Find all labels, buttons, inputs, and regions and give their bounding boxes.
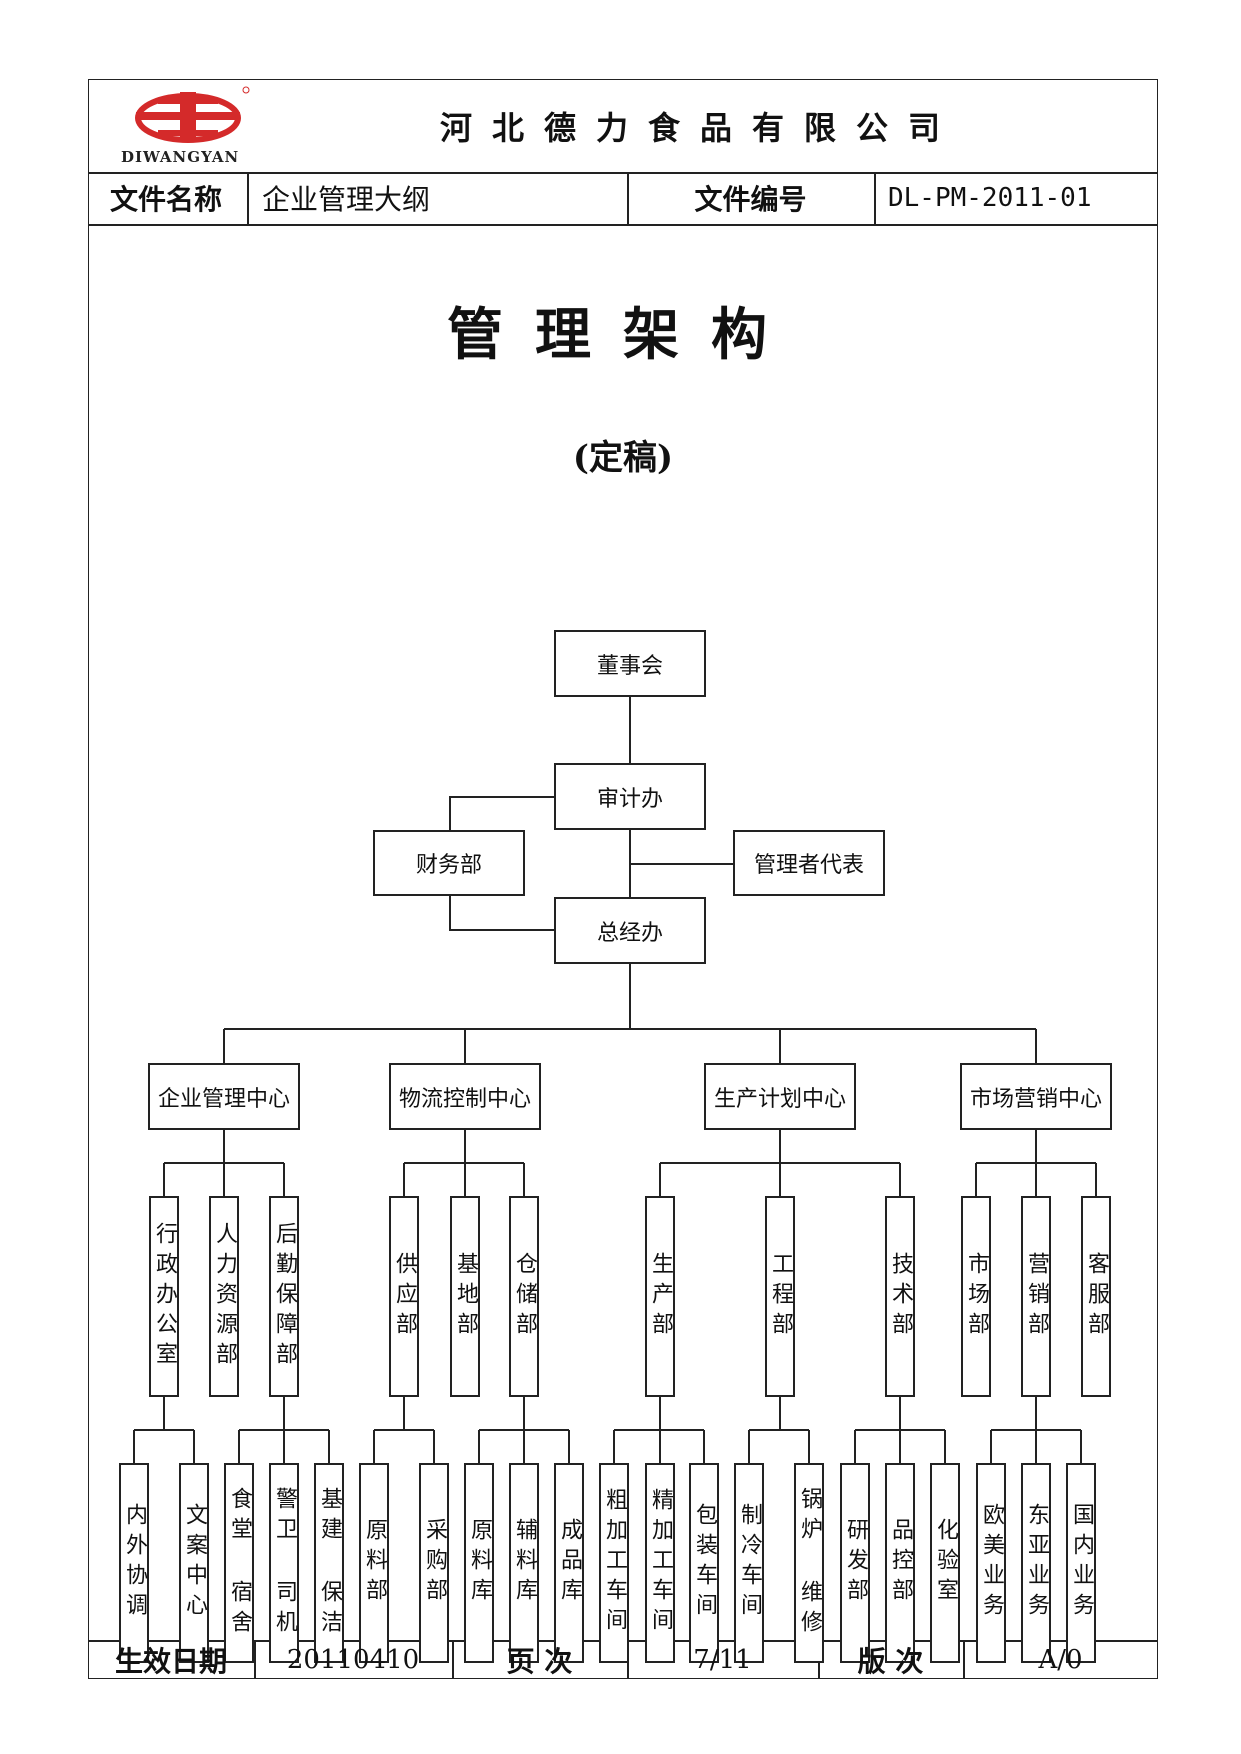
org-subunit: 锅炉 维修 bbox=[794, 1463, 824, 1663]
org-subunit: 原料部 bbox=[359, 1463, 389, 1663]
company-name: 河北德力食品有限公司 bbox=[439, 109, 960, 147]
header-col-divider bbox=[247, 172, 249, 224]
org-finance-dept: 财务部 bbox=[373, 830, 525, 896]
page-subtitle: (定稿) bbox=[572, 438, 674, 478]
footer-col-divider bbox=[452, 1640, 454, 1679]
org-subunit: 辅料库 bbox=[509, 1463, 539, 1663]
version-label: 版 次 bbox=[857, 1644, 924, 1678]
org-subunit: 内外协调 bbox=[119, 1463, 149, 1663]
header-divider-bottom bbox=[88, 224, 1158, 226]
org-center: 生产计划中心 bbox=[704, 1063, 856, 1130]
org-dept: 基地部 bbox=[450, 1196, 480, 1397]
footer-col-divider bbox=[963, 1640, 965, 1679]
effective-date-label: 生效日期 bbox=[114, 1644, 227, 1678]
file-name-label: 文件名称 bbox=[110, 183, 223, 216]
org-subunit: 基建 保洁 bbox=[314, 1463, 344, 1663]
org-dept: 工程部 bbox=[765, 1196, 795, 1397]
org-board: 董事会 bbox=[554, 630, 706, 697]
org-management-rep: 管理者代表 bbox=[733, 830, 885, 896]
org-dept: 仓储部 bbox=[509, 1196, 539, 1397]
org-subunit: 食堂 宿舍 bbox=[224, 1463, 254, 1663]
org-subunit: 包装车间 bbox=[689, 1463, 719, 1663]
company-logo bbox=[135, 86, 250, 143]
org-subunit: 精加工车间 bbox=[645, 1463, 675, 1663]
document-frame bbox=[88, 79, 1158, 1679]
org-dept: 市场部 bbox=[961, 1196, 991, 1397]
header-col-divider bbox=[627, 172, 629, 224]
org-dept: 营销部 bbox=[1021, 1196, 1051, 1397]
org-dept: 人力资源部 bbox=[209, 1196, 239, 1397]
org-subunit: 研发部 bbox=[840, 1463, 870, 1663]
org-subunit: 警卫 司机 bbox=[269, 1463, 299, 1663]
footer-col-divider bbox=[254, 1640, 256, 1679]
org-subunit: 国内业务 bbox=[1066, 1463, 1096, 1663]
org-subunit: 欧美业务 bbox=[976, 1463, 1006, 1663]
file-no-label: 文件编号 bbox=[694, 183, 807, 216]
org-subunit: 采购部 bbox=[419, 1463, 449, 1663]
org-subunit: 品控部 bbox=[885, 1463, 915, 1663]
org-subunit: 制冷车间 bbox=[734, 1463, 764, 1663]
header-col-divider bbox=[874, 172, 876, 224]
file-name-value: 企业管理大纲 bbox=[262, 183, 431, 216]
org-center: 企业管理中心 bbox=[148, 1063, 300, 1130]
org-gm-office: 总经办 bbox=[554, 897, 706, 964]
org-center: 物流控制中心 bbox=[389, 1063, 541, 1130]
org-dept: 生产部 bbox=[645, 1196, 675, 1397]
org-center: 市场营销中心 bbox=[960, 1063, 1112, 1130]
file-no-value: DL-PM-2011-01 bbox=[888, 183, 1092, 213]
org-audit-office: 审计办 bbox=[554, 763, 706, 830]
org-subunit: 原料库 bbox=[464, 1463, 494, 1663]
page-label: 页 次 bbox=[506, 1644, 573, 1678]
org-subunit: 东亚业务 bbox=[1021, 1463, 1051, 1663]
org-subunit: 文案中心 bbox=[179, 1463, 209, 1663]
org-subunit: 化验室 bbox=[930, 1463, 960, 1663]
page-title: 管理架构 bbox=[447, 302, 799, 368]
version-value: A/0 bbox=[1038, 1644, 1083, 1675]
page-value: 7/11 bbox=[693, 1644, 752, 1675]
org-subunit: 粗加工车间 bbox=[599, 1463, 629, 1663]
effective-date-value: 20110410 bbox=[286, 1644, 420, 1675]
org-dept: 行政办公室 bbox=[149, 1196, 179, 1397]
header-divider bbox=[88, 172, 1158, 174]
org-subunit: 成品库 bbox=[554, 1463, 584, 1663]
org-dept: 后勤保障部 bbox=[269, 1196, 299, 1397]
org-dept: 技术部 bbox=[885, 1196, 915, 1397]
logo-text: DIWANGYAN bbox=[121, 148, 240, 166]
org-dept: 客服部 bbox=[1081, 1196, 1111, 1397]
org-dept: 供应部 bbox=[389, 1196, 419, 1397]
